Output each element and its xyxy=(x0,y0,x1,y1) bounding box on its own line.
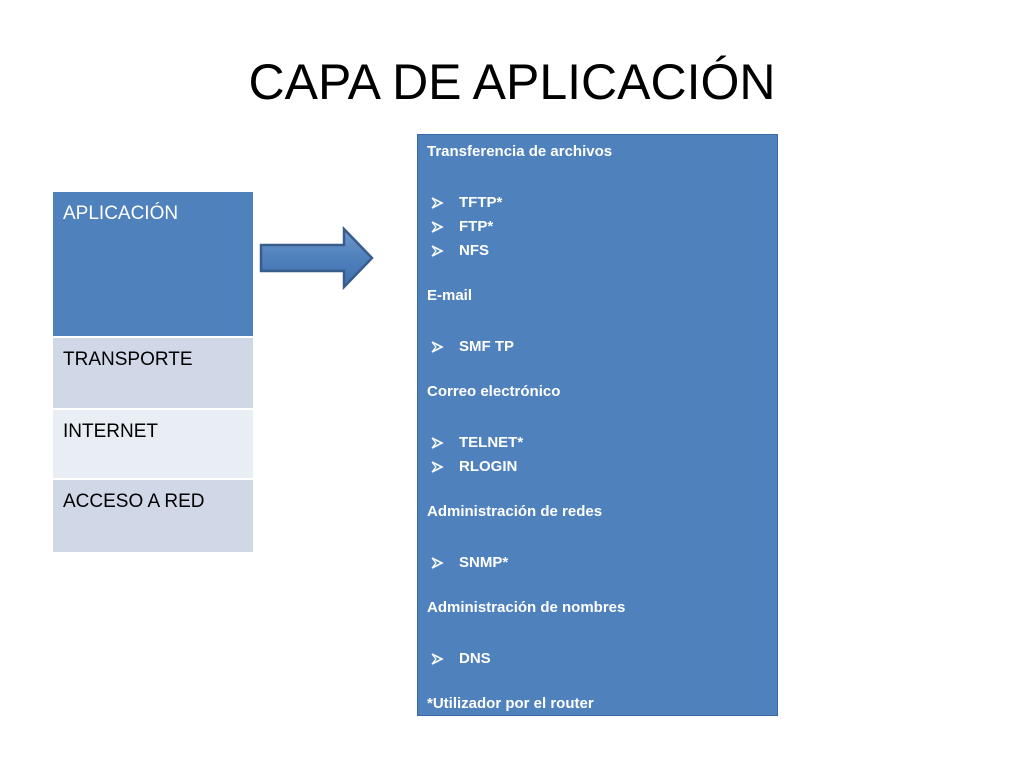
group-heading: Correo electrónico xyxy=(427,383,561,400)
spacer xyxy=(427,359,767,383)
arrowhead-bullet-icon xyxy=(430,556,444,570)
protocol-label: FTP* xyxy=(459,218,494,235)
spacer xyxy=(427,311,767,335)
spacer xyxy=(427,167,767,191)
arrowhead-bullet-icon xyxy=(430,460,444,474)
layer-transport: TRANSPORTE xyxy=(53,338,253,410)
slide-title: CAPA DE APLICACIÓN xyxy=(248,54,776,110)
arrowhead-bullet-icon xyxy=(430,196,444,210)
footnote: *Utilizador por el router xyxy=(427,695,594,712)
spacer xyxy=(427,671,767,695)
arrowhead-bullet-icon xyxy=(430,244,444,258)
protocol-item: FTP* xyxy=(427,215,767,239)
arrowhead-bullet-icon xyxy=(430,436,444,450)
group-heading: Transferencia de archivos xyxy=(427,143,613,160)
protocol-label: TFTP* xyxy=(459,194,503,211)
protocol-label: SMF TP xyxy=(459,338,514,355)
group-heading: Administración de redes xyxy=(427,503,603,520)
spacer xyxy=(427,407,767,431)
protocol-item: SMF TP xyxy=(427,335,767,359)
layer-internet: INTERNET xyxy=(53,410,253,480)
layer-network-access: ACCESO A RED xyxy=(53,480,253,552)
protocol-item: NFS xyxy=(427,239,767,263)
protocol-stack-table: APLICACIÓN TRANSPORTE INTERNET ACCESO A … xyxy=(52,191,254,553)
protocol-item: TFTP* xyxy=(427,191,767,215)
protocol-label: NFS xyxy=(459,242,489,259)
spacer xyxy=(427,263,767,287)
group-heading: E-mail xyxy=(427,287,473,304)
right-arrow-icon xyxy=(259,226,374,290)
arrowhead-bullet-icon xyxy=(430,340,444,354)
arrowhead-bullet-icon xyxy=(430,220,444,234)
spacer xyxy=(427,527,767,551)
spacer xyxy=(427,575,767,599)
protocol-label: DNS xyxy=(459,650,491,667)
protocol-item: TELNET* xyxy=(427,431,767,455)
spacer xyxy=(427,623,767,647)
protocol-label: RLOGIN xyxy=(459,458,518,475)
spacer xyxy=(427,479,767,503)
arrowhead-bullet-icon xyxy=(430,652,444,666)
protocol-item: SNMP* xyxy=(427,551,767,575)
protocol-item: RLOGIN xyxy=(427,455,767,479)
protocol-label: SNMP* xyxy=(459,554,509,571)
protocol-item: DNS xyxy=(427,647,767,671)
group-heading: Administración de nombres xyxy=(427,599,626,616)
protocol-label: TELNET* xyxy=(459,434,524,451)
layer-application: APLICACIÓN xyxy=(53,192,253,338)
